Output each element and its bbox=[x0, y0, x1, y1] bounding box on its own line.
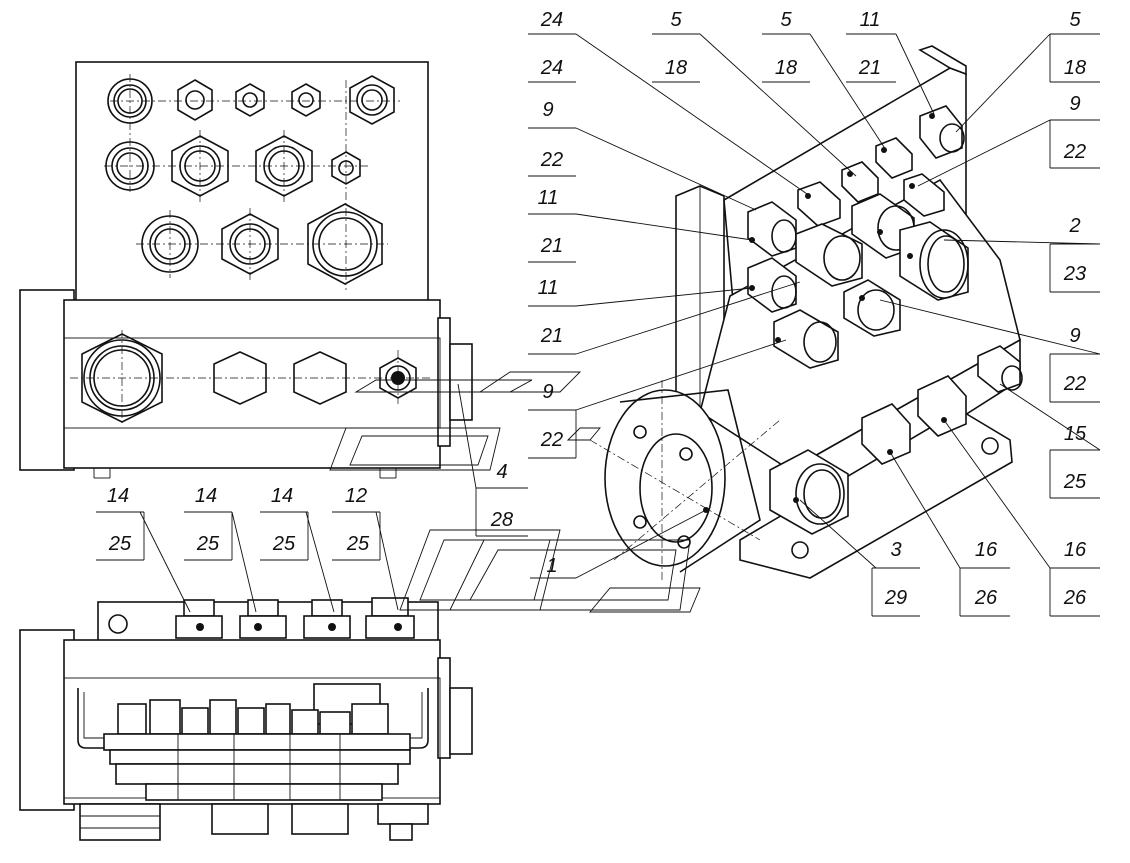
callout-top: 5 bbox=[780, 9, 792, 31]
callout-5-18-b: 5 18 bbox=[762, 9, 810, 83]
callout-bottom: 22 bbox=[540, 429, 563, 451]
callout-11-21-c: 11 21 bbox=[528, 277, 576, 355]
callout-bottom: 26 bbox=[974, 587, 998, 609]
callout-bottom: 21 bbox=[858, 57, 881, 79]
callout-bottom: 22 bbox=[540, 149, 563, 171]
callout-16-26-a: 16 26 bbox=[959, 539, 1010, 617]
iso-fittings bbox=[747, 105, 1023, 535]
callout-bottom: 29 bbox=[884, 587, 907, 609]
callout-bottom: 28 bbox=[490, 509, 513, 531]
callout-4-28: 4 28 bbox=[475, 461, 528, 537]
callout-3-29: 3 29 bbox=[871, 539, 920, 617]
callout-top: 5 bbox=[670, 9, 682, 31]
callout-9-22-b: 9 22 bbox=[528, 99, 576, 177]
callout-top: 2 bbox=[1068, 215, 1080, 237]
top-internal-fittings bbox=[77, 683, 429, 801]
callout-15-25: 15 25 bbox=[1049, 423, 1100, 499]
callout-bottom: 21 bbox=[540, 235, 563, 257]
callout-top: 12 bbox=[345, 485, 367, 507]
callout-24-24: 24 24 bbox=[528, 9, 576, 83]
callout-16-26-b: 16 26 bbox=[1049, 539, 1100, 617]
callout-bottom: 22 bbox=[1063, 141, 1086, 163]
callout-bottom: 24 bbox=[540, 57, 563, 79]
callout-bottom: 25 bbox=[108, 533, 132, 555]
front-centerlines bbox=[70, 74, 430, 426]
top-fittings bbox=[175, 597, 415, 639]
callout-top: 9 bbox=[1069, 325, 1080, 347]
callout-top: 9 bbox=[542, 99, 553, 121]
callout-12-25: 12 25 bbox=[332, 485, 381, 561]
callout-top: 11 bbox=[538, 277, 559, 299]
top-view bbox=[19, 597, 473, 841]
callout-bottom: 18 bbox=[1064, 57, 1086, 79]
callout-top: 16 bbox=[975, 539, 998, 561]
callout-9-22-c: 9 22 bbox=[1049, 325, 1100, 403]
callout-11-21-b: 11 21 bbox=[528, 187, 576, 263]
callout-bottom: 25 bbox=[196, 533, 220, 555]
callout-14-25-a: 14 25 bbox=[96, 485, 145, 561]
callout-top: 14 bbox=[107, 485, 129, 507]
callout-14-25-b: 14 25 bbox=[184, 485, 233, 561]
callout-bottom: 26 bbox=[1063, 587, 1087, 609]
callout-top: 11 bbox=[860, 9, 881, 31]
callout-5-18-c: 5 18 bbox=[1049, 9, 1100, 83]
callout-11-21-a: 11 21 bbox=[846, 9, 896, 83]
front-view bbox=[19, 61, 473, 479]
callout-top: 16 bbox=[1064, 539, 1087, 561]
callout-top: 14 bbox=[195, 485, 217, 507]
callout-bottom: 25 bbox=[346, 533, 370, 555]
ghost-frames bbox=[329, 371, 701, 613]
callout-bottom: 22 bbox=[1063, 373, 1086, 395]
callout-top: 11 bbox=[538, 187, 559, 209]
callout-bottom: 25 bbox=[272, 533, 296, 555]
callout-14-25-c: 14 25 bbox=[260, 485, 309, 561]
callout-bottom: 21 bbox=[540, 325, 563, 347]
callout-9-22-d: 9 22 bbox=[528, 381, 577, 459]
leader-lines bbox=[139, 33, 1101, 613]
callout-bottom: 23 bbox=[1063, 263, 1086, 285]
callout-top: 9 bbox=[542, 381, 553, 403]
callout-bottom: 25 bbox=[1063, 471, 1087, 493]
callout-2-23: 2 23 bbox=[1049, 215, 1100, 293]
callout-9-22-a: 9 22 bbox=[1049, 93, 1100, 169]
callout-5-18-a: 5 18 bbox=[652, 9, 700, 83]
callout-top: 1 bbox=[546, 555, 557, 577]
callout-top: 24 bbox=[540, 9, 563, 31]
callout-top: 5 bbox=[1069, 9, 1081, 31]
callout-bottom: 18 bbox=[775, 57, 797, 79]
front-ports bbox=[81, 333, 417, 423]
callout-top: 4 bbox=[496, 461, 507, 483]
callout-top: 9 bbox=[1069, 93, 1080, 115]
callout-1: 1 bbox=[530, 555, 576, 579]
callout-top: 15 bbox=[1064, 423, 1087, 445]
isometric-view bbox=[589, 45, 1023, 580]
callout-top: 3 bbox=[890, 539, 901, 561]
callout-top: 14 bbox=[271, 485, 293, 507]
callout-bottom: 18 bbox=[665, 57, 687, 79]
